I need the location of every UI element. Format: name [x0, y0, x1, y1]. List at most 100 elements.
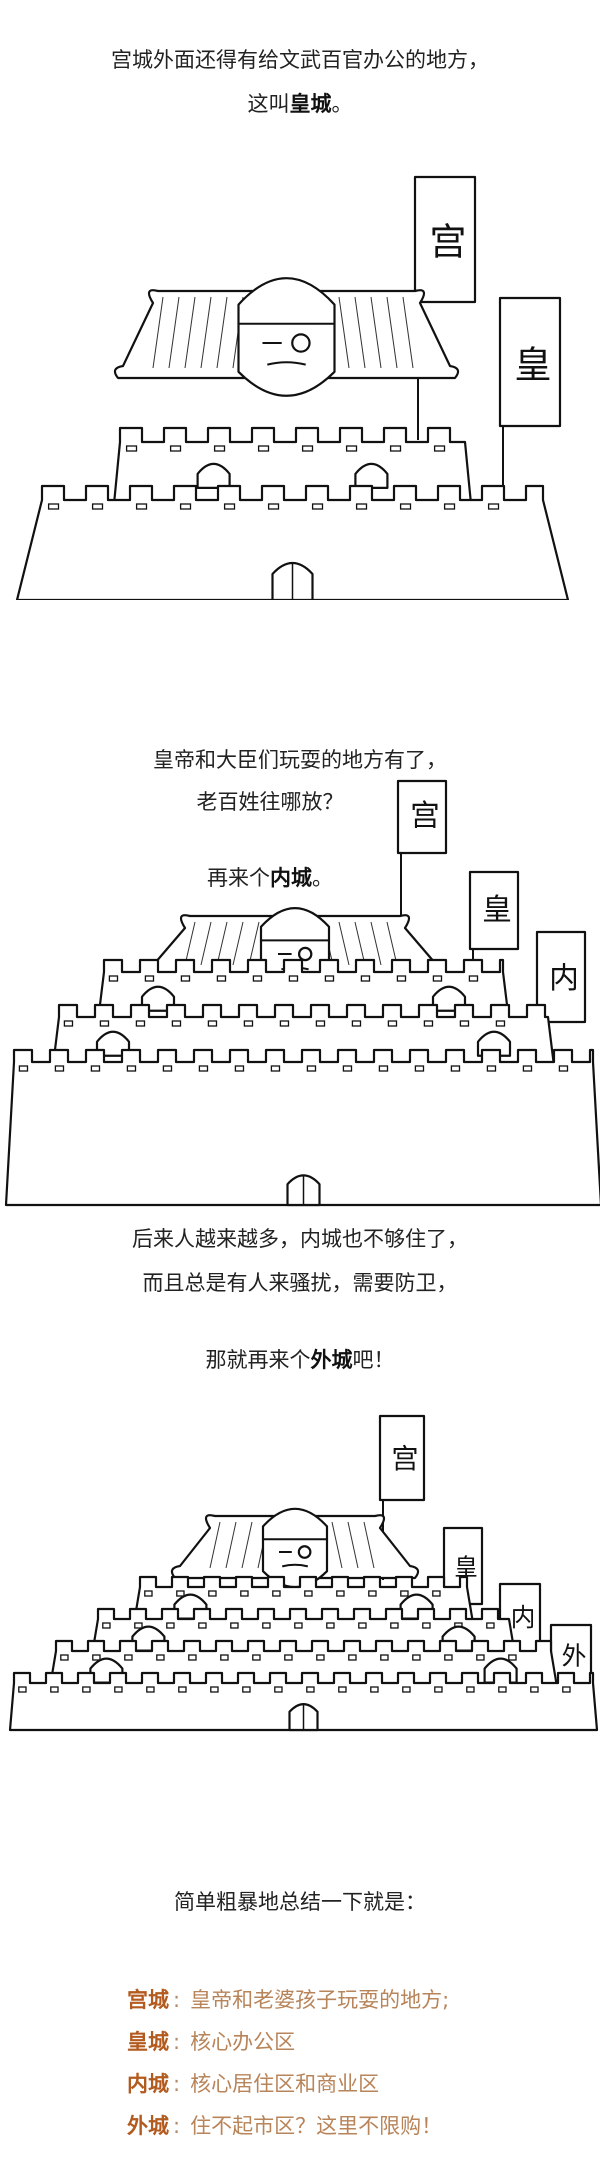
wall-loophole	[389, 445, 402, 452]
wall-loophole	[210, 1686, 219, 1693]
wall-loophole	[301, 445, 314, 452]
wall-loophole	[180, 975, 191, 982]
wall-loophole	[558, 1065, 569, 1072]
wall-loophole	[188, 1654, 197, 1661]
roof-tile-line	[216, 921, 228, 966]
wall-loophole	[304, 1590, 313, 1597]
summary-item-huangcheng: 皇城: 核心办公区	[127, 2028, 295, 2056]
wall-loophole	[54, 1065, 65, 1072]
wall-loophole	[274, 1686, 283, 1693]
summary-colon: :	[173, 2114, 181, 2138]
wall-loophole	[396, 975, 407, 982]
caption-bold: 皇城	[289, 92, 332, 116]
roof-tile-line	[363, 1521, 375, 1569]
wall-loophole	[423, 1020, 434, 1027]
wall-loophole	[240, 1590, 249, 1597]
caption-2: 这叫皇城。	[0, 90, 600, 118]
roof-tile-line	[386, 296, 398, 369]
roof-tile-line	[232, 921, 244, 966]
wall-loophole	[126, 1065, 137, 1072]
emperor-head	[261, 1507, 329, 1589]
wall-loophole	[135, 503, 148, 510]
wall-loophole	[422, 1622, 431, 1629]
emperor-eye	[291, 333, 311, 353]
wall-loophole	[252, 1654, 261, 1661]
caption-text: 再来个	[207, 866, 270, 890]
wall-loophole	[198, 1622, 207, 1629]
wall-loophole	[156, 1654, 165, 1661]
wall-loophole	[459, 1020, 470, 1027]
caption-4: 老百姓往哪放？	[196, 790, 344, 814]
roof-tile-line	[402, 296, 414, 369]
wall-loophole	[390, 1622, 399, 1629]
wall-loophole	[345, 445, 358, 452]
wall-loophole	[486, 1065, 497, 1072]
caption-text: 那就再来个	[205, 1348, 311, 1372]
summary-item-neicheng: 内城:核心居住区和商业区	[127, 2070, 379, 2098]
wall-loophole	[487, 503, 500, 510]
wall-loophole	[50, 1686, 59, 1693]
wall-loophole	[146, 1686, 155, 1693]
illustration-imperial-city: 宫皇	[15, 175, 570, 600]
wall-loophole	[324, 975, 335, 982]
roof-tile-line	[338, 296, 350, 369]
wall-loophole	[443, 503, 456, 510]
roof-tile-line	[370, 921, 382, 966]
flag-character: 皇	[514, 342, 551, 386]
summary-value: 皇帝和老婆孩子玩耍的地方;	[190, 1988, 450, 2012]
wall-loophole	[144, 975, 155, 982]
caption-bold: 内城	[270, 866, 312, 890]
wall-loophole	[144, 1590, 153, 1597]
flag-character: 内	[549, 961, 579, 996]
wall-loophole	[355, 503, 368, 510]
roof-tile-line	[347, 1521, 359, 1569]
wall-loophole	[124, 1654, 133, 1661]
caption-8: 那就再来个外城吧！	[0, 1346, 600, 1374]
roof-tile-line	[184, 921, 196, 966]
emperor-head	[237, 277, 336, 397]
flag-character: 宫	[391, 1444, 418, 1475]
wall-loophole	[378, 1065, 389, 1072]
flag-banner	[396, 779, 448, 855]
wall-loophole	[166, 1622, 175, 1629]
wall-loophole	[444, 1654, 453, 1661]
wall-loophole	[262, 1622, 271, 1629]
wall-loophole	[243, 1020, 254, 1027]
roof-tile-line	[184, 296, 196, 369]
roof-tile-line	[152, 296, 164, 369]
wall-loophole	[162, 1065, 173, 1072]
roof-tile-line	[241, 1521, 253, 1569]
caption-6: 后来人越来越多，内城也不够住了，	[132, 1227, 468, 1251]
wall-loophole	[434, 1686, 443, 1693]
city-wall	[4, 1048, 600, 1207]
wall-loophole	[338, 1686, 347, 1693]
wall-loophole	[63, 1020, 74, 1027]
summary-key: 皇城	[127, 2030, 169, 2054]
wall-loophole	[432, 1590, 441, 1597]
wall-loophole	[91, 503, 104, 510]
roof-tile-line	[370, 296, 382, 369]
summary-key: 宫城	[127, 1988, 169, 2012]
summary-value: 核心办公区	[190, 2030, 296, 2054]
wall-loophole	[108, 975, 119, 982]
wall-loophole	[60, 1654, 69, 1661]
wall-loophole	[257, 445, 270, 452]
illustration-inner-city: 宫皇内	[4, 779, 600, 1207]
roof-tile-line	[248, 921, 260, 966]
wall-loophole	[450, 1065, 461, 1072]
wall-loophole	[348, 1654, 357, 1661]
wall-loophole	[234, 1065, 245, 1072]
flag-character: 外	[562, 1642, 587, 1671]
wall-loophole	[468, 975, 479, 982]
wall-loophole	[220, 1654, 229, 1661]
wall-loophole	[207, 1020, 218, 1027]
flag-character: 宫	[429, 220, 466, 264]
flag-banner	[498, 296, 562, 428]
city-wall	[96, 958, 511, 1023]
wall-loophole	[216, 975, 227, 982]
flag-banner	[378, 1414, 426, 1502]
summary-colon: :	[173, 2030, 181, 2054]
summary-item-waicheng: 外城:住不起市区？这里不限购！	[127, 2112, 442, 2140]
wall-loophole	[402, 1686, 411, 1693]
wall-loophole	[178, 1686, 187, 1693]
